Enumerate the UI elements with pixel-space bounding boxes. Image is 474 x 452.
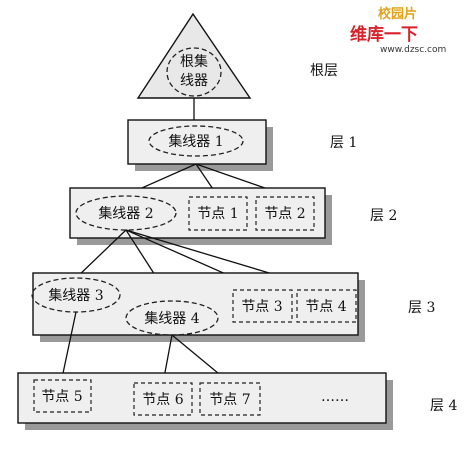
watermark-top: 校园片 <box>378 6 417 22</box>
hub-1-label: 集线器 1 <box>168 133 223 150</box>
watermark: 校园片 维库一下 www.dzsc.com <box>350 6 446 55</box>
layer-label-3: 层 3 <box>408 300 435 316</box>
layer-1-box: 集线器 1 <box>127 119 273 171</box>
root-label-line1: 根集 <box>180 53 208 70</box>
layer-label-2: 层 2 <box>370 208 397 224</box>
hub-3-label: 集线器 3 <box>48 287 103 304</box>
root-label-line2: 线器 <box>180 73 208 89</box>
watermark-url: www.dzsc.com <box>380 45 446 55</box>
layer-label-4: 层 4 <box>430 398 457 414</box>
root-hub: 根集 线器 <box>136 12 252 99</box>
node-1-label: 节点 1 <box>197 206 238 222</box>
hub-4-label: 集线器 4 <box>144 310 199 327</box>
node-6-label: 节点 6 <box>142 392 183 408</box>
layer-2-box: 集线器 2 节点 1 节点 2 <box>69 187 332 245</box>
more-nodes-ellipsis: …… <box>321 389 349 405</box>
node-5-label: 节点 5 <box>41 389 82 405</box>
layer-4-box: 节点 5 节点 6 节点 7 …… <box>17 372 393 430</box>
watermark-brand: 维库一下 <box>350 24 418 45</box>
node-4-label: 节点 4 <box>305 299 346 315</box>
node-7-label: 节点 7 <box>209 392 250 408</box>
layer-label-root: 根层 <box>310 63 338 79</box>
node-3-label: 节点 3 <box>241 299 282 315</box>
layer-3-box: 集线器 3 集线器 4 节点 3 节点 4 <box>31 272 365 342</box>
hub-2-label: 集线器 2 <box>98 205 153 222</box>
node-2-label: 节点 2 <box>264 206 305 222</box>
layer-label-1: 层 1 <box>330 135 357 151</box>
